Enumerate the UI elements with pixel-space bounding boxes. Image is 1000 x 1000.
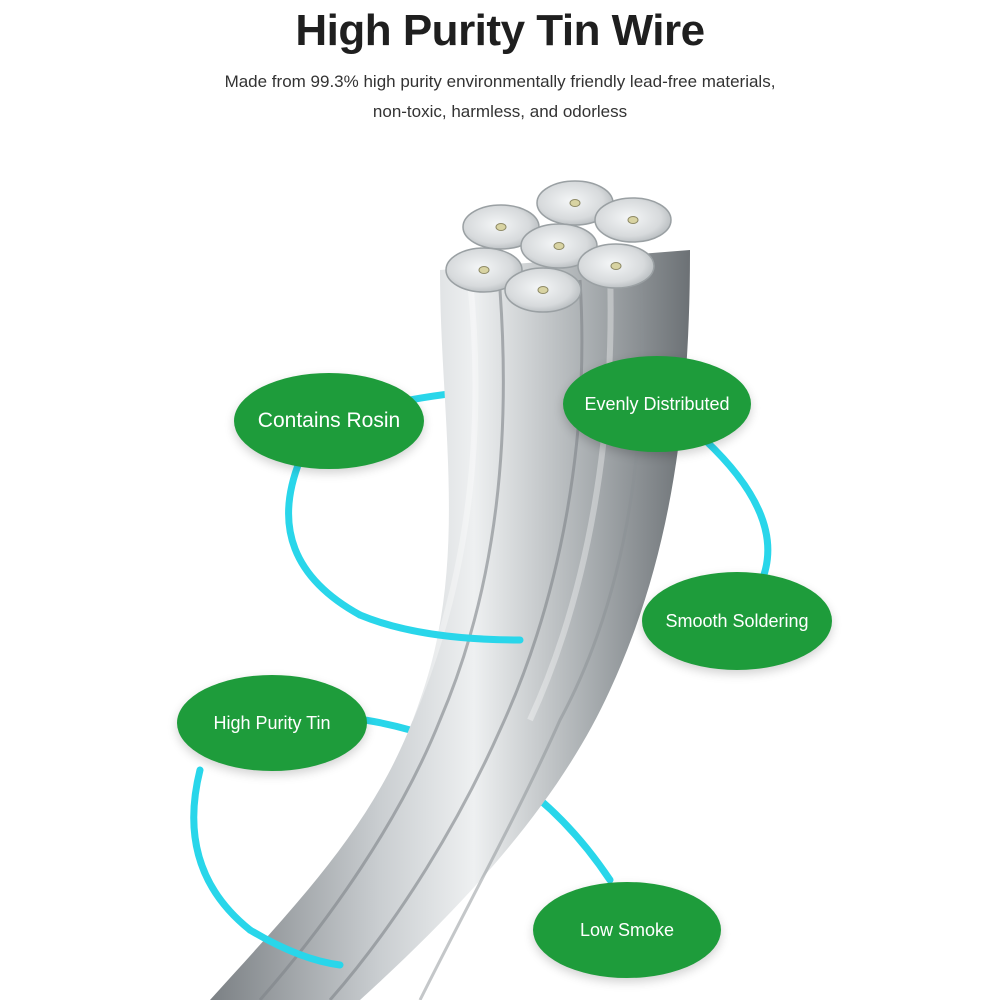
- feature-label: Low Smoke: [579, 919, 675, 940]
- feature-badge-high-purity-tin: High Purity Tin: [177, 675, 367, 771]
- wire-strand-centers: [478, 199, 639, 294]
- feature-label: Smooth Soldering: [665, 610, 809, 631]
- page-subtitle-line-1: Made from 99.3% high purity environmenta…: [224, 72, 776, 91]
- page-title: High Purity Tin Wire: [295, 6, 705, 55]
- feature-badge-low-smoke: Low Smoke: [533, 882, 721, 978]
- feature-label: Contains Rosin: [257, 409, 401, 432]
- feature-label: High Purity Tin: [213, 712, 331, 733]
- feature-label: Evenly Distributed: [584, 393, 730, 414]
- feature-badge-contains-rosin: Contains Rosin: [234, 373, 424, 469]
- feature-badge-evenly-distributed: Evenly Distributed: [563, 356, 751, 452]
- page-subtitle-line-2: non-toxic, harmless, and odorless: [372, 102, 628, 121]
- cyan-ring-front: [246, 611, 524, 969]
- feature-badge-smooth-soldering: Smooth Soldering: [642, 572, 832, 670]
